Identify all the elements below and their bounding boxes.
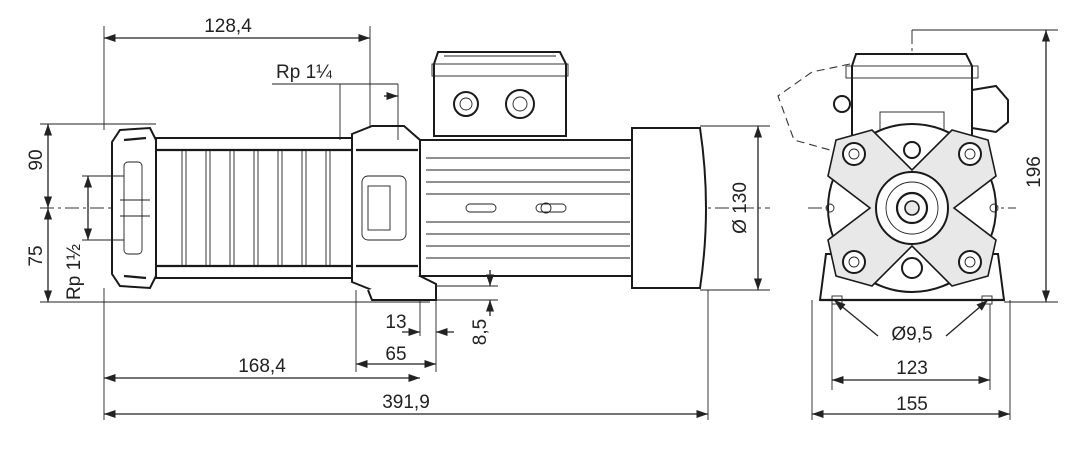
dim-75: 75: [26, 245, 47, 266]
front-dimension-lines: [811, 29, 1058, 420]
dim-13: 13: [385, 312, 406, 333]
fan-cover: [631, 127, 707, 289]
dim-196: 196: [1024, 156, 1045, 188]
dim-123: 123: [896, 358, 928, 379]
label-rp-1-1-4: Rp 1¼: [276, 62, 333, 83]
terminal-box: [431, 51, 569, 137]
motor-body: [419, 139, 641, 277]
dim-90: 90: [26, 149, 47, 170]
dim-128-4: 128,4: [204, 16, 252, 37]
suction-cap: [111, 126, 157, 290]
dim-65: 65: [385, 344, 406, 365]
dim-391-9: 391,9: [382, 392, 430, 413]
front-view: 196 Ø9,5 123 155: [777, 29, 1058, 420]
side-view: 128,4 Rp 1¼ 90 75 Rp 1½ 13 65 8,5 168,4 …: [26, 16, 770, 420]
stage-housing: [155, 137, 353, 279]
discharge-body: [351, 125, 421, 291]
dim-8-5: 8,5: [470, 319, 491, 345]
front-flange: [825, 129, 999, 287]
dim-168-4: 168,4: [238, 356, 286, 377]
dim-dia-130: Ø 130: [730, 182, 751, 234]
dim-dia-9-5: Ø9,5: [891, 324, 932, 345]
terminal-box-swing-outline: [777, 63, 851, 151]
label-rp-1-1-2: Rp 1½: [64, 244, 85, 300]
side-dimension-lines: [40, 26, 770, 420]
dim-155: 155: [896, 394, 928, 415]
